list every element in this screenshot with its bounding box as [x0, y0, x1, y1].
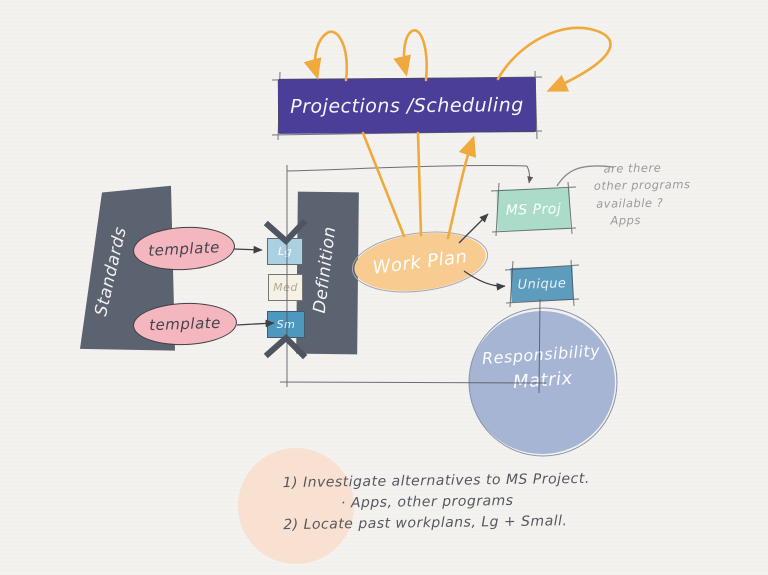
projections-label: Projections /Scheduling: [290, 93, 524, 118]
side-note: are there other programs available ? App…: [593, 159, 691, 230]
work-plan-label: Work Plan: [371, 245, 469, 279]
todo-notes: 1) Investigate alternatives to MS Projec…: [283, 469, 591, 536]
responsibility-matrix-label: Responsibility Matrix: [479, 341, 606, 396]
template-bottom-label: template: [148, 313, 222, 335]
ms-proj-label: MS Proj: [505, 200, 562, 219]
construction-line-top: [286, 165, 528, 172]
unique-label: Unique: [517, 275, 567, 293]
node-size-med: Med: [268, 274, 303, 301]
size-sm-label: Sm: [276, 318, 296, 331]
loop-arrow-left: [303, 30, 349, 82]
node-size-sm: Sm: [267, 311, 305, 338]
side-note-line: other programs: [593, 177, 691, 194]
peach-highlight-circle: [238, 448, 354, 564]
fan-line-middle: [416, 131, 423, 237]
todo-note-line: 2) Locate past workplans, Lg + Small.: [283, 513, 568, 534]
size-lg-label: Lg: [277, 245, 293, 258]
construction-arrow-msproj: [526, 165, 534, 184]
node-work-plan: Work Plan: [351, 226, 489, 298]
template-top-label: template: [147, 237, 221, 260]
node-size-lg: Lg: [267, 238, 303, 265]
side-note-line: Apps: [610, 212, 642, 228]
fan-arrow-right: [446, 135, 477, 240]
node-unique: Unique: [510, 265, 574, 303]
connector-template-lg: [233, 245, 263, 254]
fan-line-left: [361, 131, 406, 238]
todo-note-line: 1) Investigate alternatives to MS Projec…: [282, 470, 590, 492]
side-note-line: are there: [603, 160, 662, 176]
loop-arrow-middle: [393, 29, 428, 82]
node-ms-proj: MS Proj: [496, 188, 571, 231]
side-note-line: available ?: [596, 195, 664, 211]
size-med-label: Med: [273, 281, 298, 294]
node-projections-scheduling: Projections /Scheduling: [277, 77, 537, 134]
